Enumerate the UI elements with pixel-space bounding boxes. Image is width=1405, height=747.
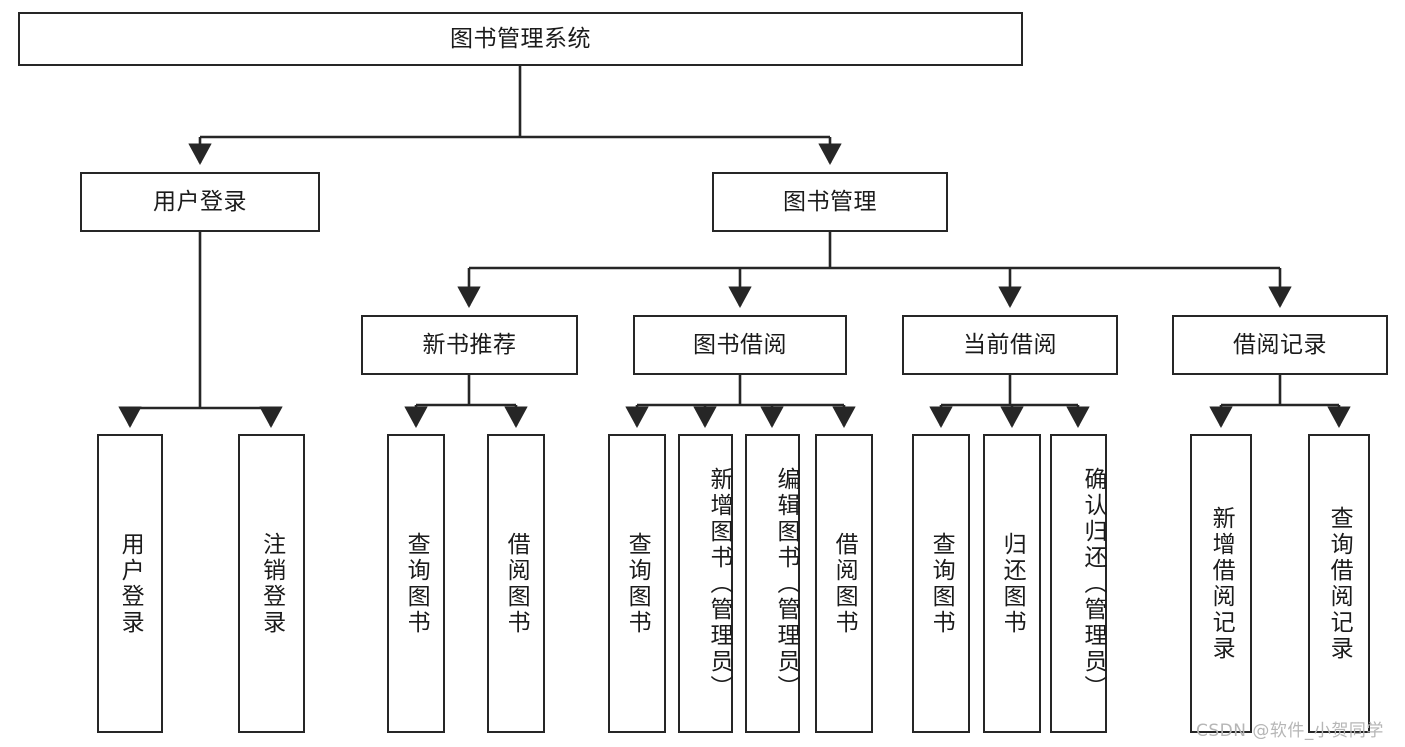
- leaf-add-record[interactable]: 新增借阅记录: [1190, 434, 1252, 733]
- leaf-query-book-1[interactable]: 查询图书: [387, 434, 445, 733]
- csdn-watermark: CSDN @软件_小贺同学: [1196, 721, 1384, 741]
- node-book-borrow[interactable]: 图书借阅: [633, 315, 847, 375]
- leaf-borrow-book-1[interactable]: 借阅图书: [487, 434, 545, 733]
- leaf-add-book[interactable]: 新增图书（管理员）: [678, 434, 733, 733]
- node-borrow-record[interactable]: 借阅记录: [1172, 315, 1388, 375]
- leaf-edit-book[interactable]: 编辑图书（管理员）: [745, 434, 800, 733]
- leaf-logout[interactable]: 注销登录: [238, 434, 305, 733]
- leaf-query-record[interactable]: 查询借阅记录: [1308, 434, 1370, 733]
- leaf-confirm-return[interactable]: 确认归还（管理员）: [1050, 434, 1107, 733]
- leaf-user-login[interactable]: 用户登录: [97, 434, 163, 733]
- node-book-manage[interactable]: 图书管理: [712, 172, 948, 232]
- leaf-query-book-3[interactable]: 查询图书: [912, 434, 970, 733]
- leaf-return-book[interactable]: 归还图书: [983, 434, 1041, 733]
- leaf-borrow-book-2[interactable]: 借阅图书: [815, 434, 873, 733]
- leaf-query-book-2[interactable]: 查询图书: [608, 434, 666, 733]
- node-user-login[interactable]: 用户登录: [80, 172, 320, 232]
- node-current-borrow[interactable]: 当前借阅: [902, 315, 1118, 375]
- node-new-book-recommend[interactable]: 新书推荐: [361, 315, 578, 375]
- node-root[interactable]: 图书管理系统: [18, 12, 1023, 66]
